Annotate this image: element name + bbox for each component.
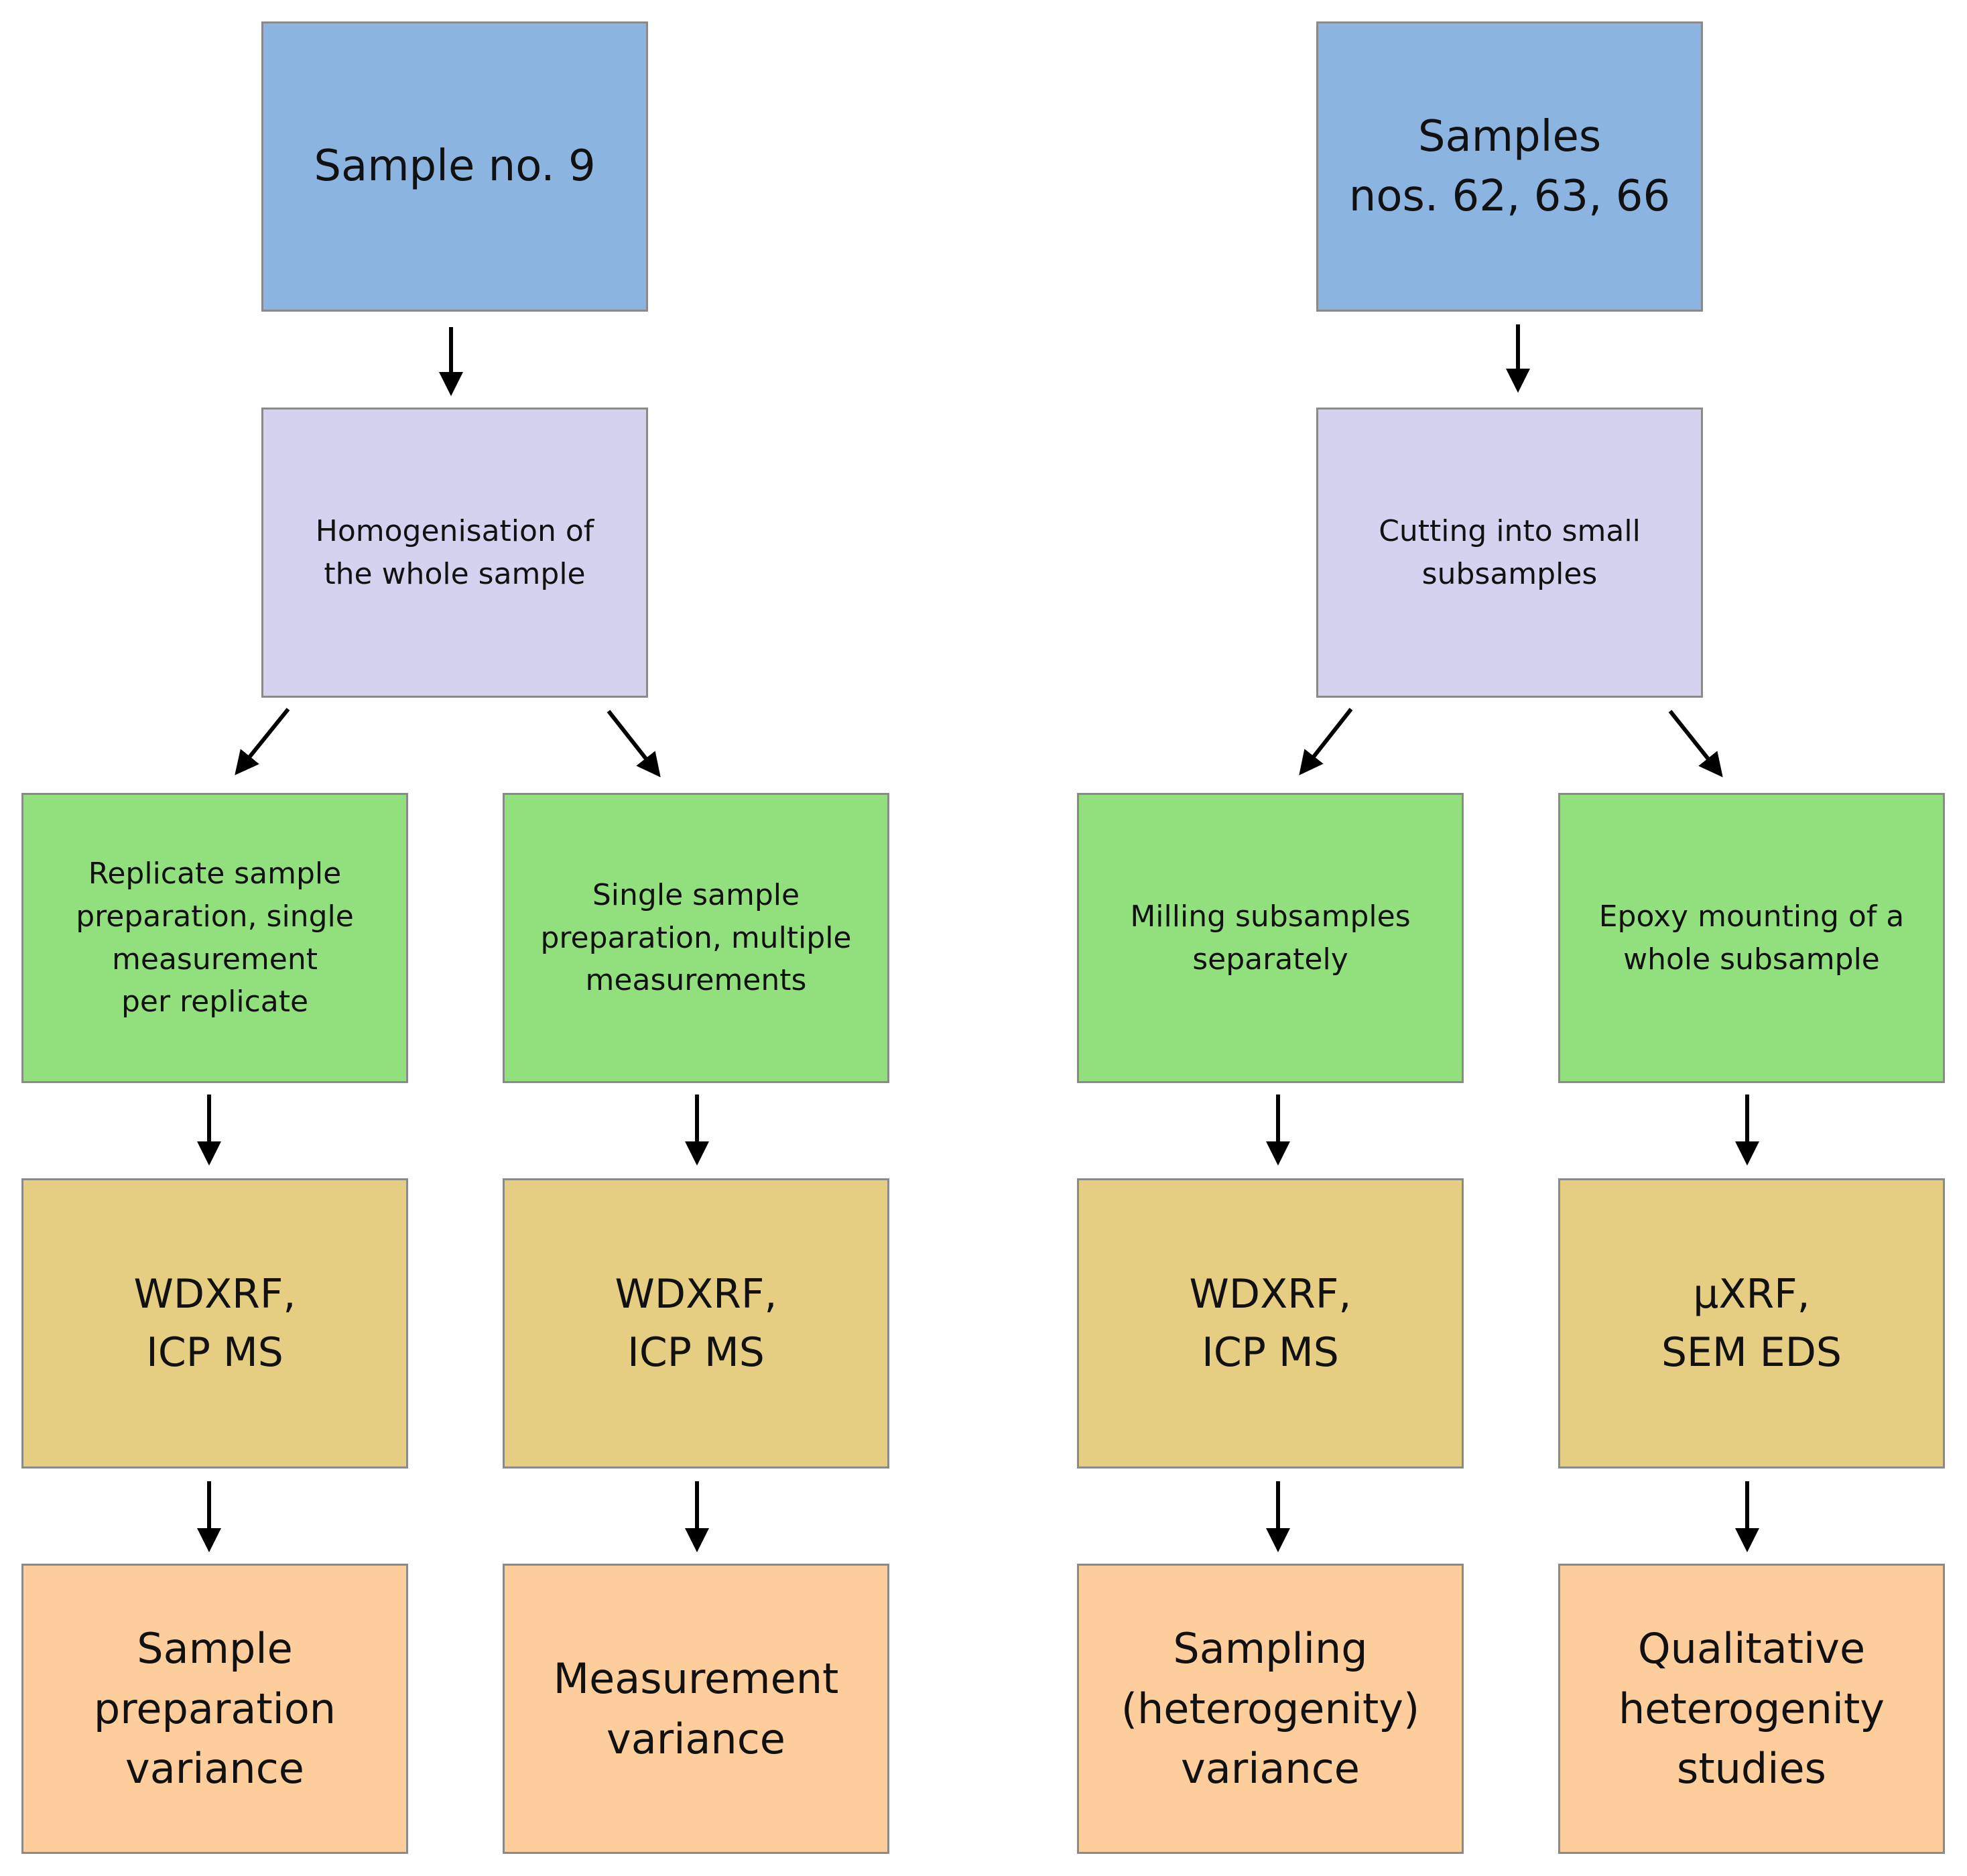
measurement-variance-box: Measurement variance bbox=[503, 1564, 889, 1854]
epoxy-mounting-box: Epoxy mounting of a whole subsample bbox=[1558, 793, 1945, 1083]
method-box-4: µXRF, SEM EDS bbox=[1558, 1178, 1945, 1468]
sampling-variance-box: Sampling (heterogenity) variance bbox=[1077, 1564, 1464, 1854]
arrow-cutting-to-epoxy bbox=[1668, 710, 1723, 777]
arrow-homogenisation-to-single bbox=[607, 710, 661, 777]
homogenisation-box: Homogenisation of the whole sample bbox=[261, 408, 648, 698]
method-box-3: WDXRF, ICP MS bbox=[1077, 1178, 1464, 1468]
milling-box: Milling subsamples separately bbox=[1077, 793, 1464, 1083]
arrow-cutting-to-milling bbox=[1299, 708, 1353, 775]
replicate-preparation-box: Replicate sample preparation, single mea… bbox=[21, 793, 408, 1083]
method-box-1: WDXRF, ICP MS bbox=[21, 1178, 408, 1468]
cutting-box: Cutting into small subsamples bbox=[1316, 408, 1703, 698]
method-box-2: WDXRF, ICP MS bbox=[503, 1178, 889, 1468]
qualitative-heterogenity-box: Qualitative heterogenity studies bbox=[1558, 1564, 1945, 1854]
samples-62-63-66-box: Samples nos. 62, 63, 66 bbox=[1316, 21, 1703, 312]
single-preparation-box: Single sample preparation, multiple meas… bbox=[503, 793, 889, 1083]
sample-preparation-variance-box: Sample preparation variance bbox=[21, 1564, 408, 1854]
arrow-homogenisation-to-replicate bbox=[235, 708, 290, 775]
sample-no-9-box: Sample no. 9 bbox=[261, 21, 648, 312]
